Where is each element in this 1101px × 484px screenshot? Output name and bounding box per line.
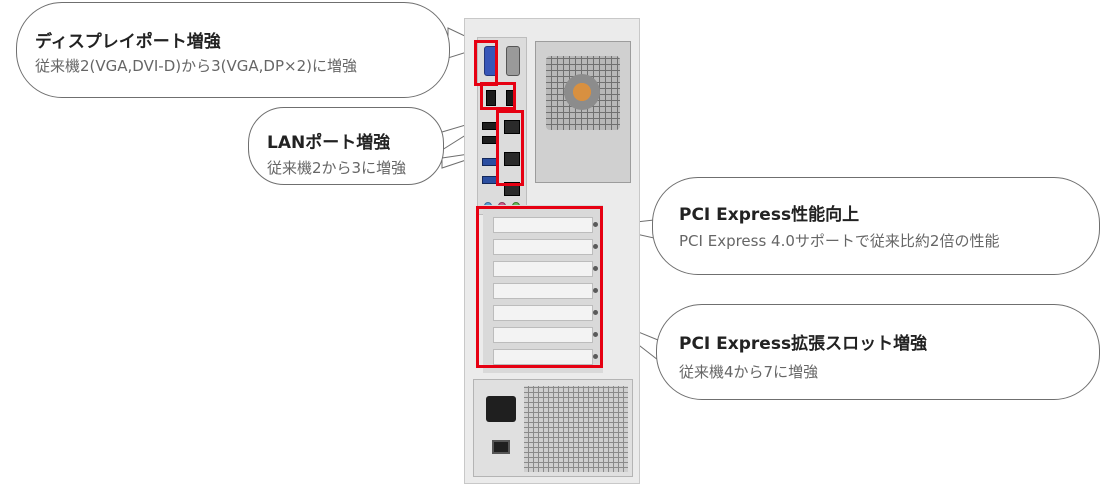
fan-grill [546,56,620,130]
highlight-expansion-slots [476,206,603,368]
lan-port-1 [504,120,520,134]
callout-display-port: ディスプレイポート増強 従来機2(VGA,DVI-D)から3(VGA,DP×2)… [16,2,450,98]
screw-icon [593,266,598,271]
highlight-display-ports [474,40,498,86]
expansion-slot-cover [493,283,598,299]
cooling-fan-unit [535,41,631,183]
callout-lan-port: LANポート増強 従来機2から3に増強 [248,107,444,185]
expansion-slot-area [483,205,603,373]
expansion-slot-cover [493,305,598,321]
screw-icon [593,354,598,359]
highlight-lan-ports [496,110,524,186]
callout-desc: 従来機2(VGA,DVI-D)から3(VGA,DP×2)に増強 [35,57,357,75]
power-supply-unit [473,379,633,477]
callout-desc: 従来機4から7に増強 [679,363,819,381]
expansion-slot-cover [493,239,598,255]
callout-title: PCI Express拡張スロット増強 [679,334,928,354]
displayport-1 [486,90,496,106]
highlight-display-ports-lower [480,82,516,110]
lan-port-2 [504,152,520,166]
callout-desc: 従来機2から3に増強 [267,159,407,177]
serial-port [506,46,520,76]
screw-icon [593,310,598,315]
callout-pcie-performance: PCI Express性能向上 PCI Express 4.0サポートで従来比約… [652,177,1100,275]
power-switch-icon [492,440,510,454]
screw-icon [593,244,598,249]
callout-desc: PCI Express 4.0サポートで従来比約2倍の性能 [679,232,1000,250]
screw-icon [593,332,598,337]
expansion-slot-cover [493,327,598,343]
power-inlet-icon [486,396,516,422]
callout-title: LANポート増強 [267,133,391,153]
callout-pcie-slots: PCI Express拡張スロット増強 従来機4から7に増強 [656,304,1100,400]
fan-icon [564,74,600,110]
expansion-slot-cover [493,217,598,233]
expansion-slot-cover [493,349,598,365]
screw-icon [593,222,598,227]
expansion-slot-cover [493,261,598,277]
psu-vent [524,386,628,472]
screw-icon [593,288,598,293]
callout-title: PCI Express性能向上 [679,205,860,225]
callout-title: ディスプレイポート増強 [35,32,221,52]
